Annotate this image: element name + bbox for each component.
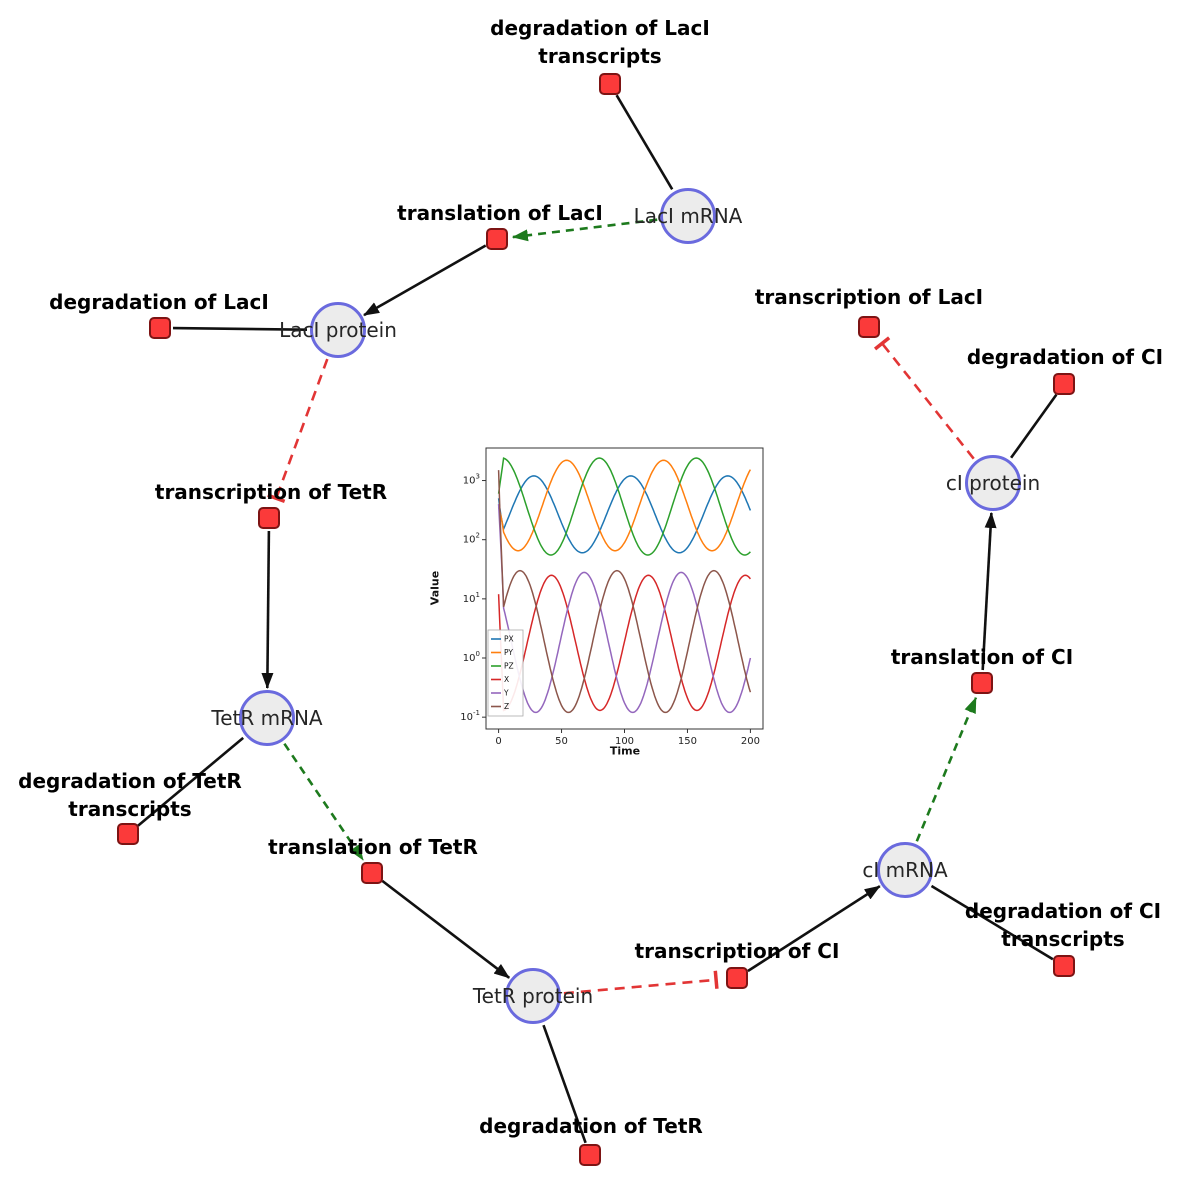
species-node-laci_mrna	[660, 188, 716, 244]
legend-label: PX	[504, 635, 514, 644]
species-node-tetr_protein	[505, 968, 561, 1024]
reaction-node-transl_ci	[971, 672, 993, 694]
edge-production-tx_ci-ci_mrna	[747, 885, 881, 973]
plot-frame	[485, 447, 764, 730]
reaction-node-deg_laci_tx	[599, 73, 621, 95]
y-axis-label: Value	[428, 570, 442, 606]
reaction-label-transl_ci: translation of CI	[890, 645, 1074, 669]
time-series-plot: 10-1 100 101 102 103 0 50 100 150 200 PX PY PZ XYZ	[460, 447, 764, 747]
species-node-laci_protein	[310, 302, 366, 358]
reaction-node-tx_laci	[858, 316, 880, 338]
edge-production-tx_tetr-tetr_mrna	[261, 530, 274, 689]
species-label-laci_mrna: LacI mRNA	[633, 204, 743, 228]
reaction-node-deg_ci	[1053, 373, 1075, 395]
reaction-node-transl_tetr	[361, 862, 383, 884]
reaction-node-deg_tetr	[579, 1144, 601, 1166]
legend-label: Z	[504, 702, 509, 711]
species-node-tetr_mrna	[239, 690, 295, 746]
species-label-ci_protein: cI protein	[945, 471, 1041, 495]
reaction-label-deg_laci: degradation of LacI	[49, 290, 269, 314]
reaction-label-tx_ci: transcription of CI	[634, 939, 840, 963]
species-label-laci_protein: LacI protein	[279, 318, 397, 342]
reaction-node-deg_ci_tx	[1053, 955, 1075, 977]
legend-label: Y	[503, 689, 509, 698]
y-tick-label: 10-1	[460, 709, 480, 723]
y-tick-label: 103	[463, 473, 480, 487]
x-tick-label: 100	[615, 736, 634, 747]
reaction-label-transl_laci: translation of LacI	[397, 201, 603, 225]
reaction-node-deg_tetr_tx	[117, 823, 139, 845]
species-node-ci_protein	[965, 455, 1021, 511]
series-Z	[497, 470, 752, 714]
reaction-node-deg_laci	[149, 317, 171, 339]
edge-inhibition-tetr_protein-tx_ci	[563, 970, 719, 995]
species-label-ci_mrna: cI mRNA	[862, 858, 948, 882]
y-tick-label: 101	[463, 591, 480, 605]
series-PZ	[497, 457, 751, 556]
x-tick-label: 150	[678, 736, 697, 747]
legend-label: PY	[504, 648, 513, 657]
x-tick-label: 0	[495, 736, 501, 747]
legend-label: PZ	[504, 662, 514, 671]
x-tick-label: 200	[741, 736, 760, 747]
edge-consumption-tetr_mrna-deg_tetr_tx	[137, 736, 245, 827]
edge-consumption-laci_protein-deg_laci	[172, 326, 308, 331]
series-X	[497, 574, 751, 712]
edge-production-transl_ci-ci_protein	[981, 512, 997, 671]
edge-consumption-ci_protein-deg_ci	[1010, 393, 1058, 459]
series-PX	[497, 475, 752, 554]
reaction-label-transl_tetr: translation of TetR	[268, 835, 478, 859]
edge-production-transl_tetr-tetr_protein	[381, 879, 510, 979]
legend	[487, 629, 524, 717]
edge-activation-tetr_mrna-transl_tetr	[283, 742, 365, 861]
x-tick-label: 50	[555, 736, 568, 747]
edge-inhibition-laci_protein-tx_tetr	[267, 358, 329, 504]
species-label-tetr_protein: TetR protein	[472, 984, 594, 1008]
series-Y	[497, 504, 752, 714]
reaction-label-deg_tetr: degradation of TetR	[479, 1114, 703, 1138]
edge-activation-ci_mrna-transl_ci	[915, 696, 978, 842]
edge-consumption-ci_mrna-deg_ci_tx	[930, 884, 1054, 961]
y-tick-label: 100	[463, 650, 480, 664]
edge-inhibition-ci_protein-tx_laci	[873, 336, 975, 460]
species-node-ci_mrna	[877, 842, 933, 898]
reaction-label-deg_ci: degradation of CI	[966, 345, 1164, 369]
edge-consumption-tetr_protein-deg_tetr	[542, 1024, 587, 1144]
reaction-label-tx_tetr: transcription of TetR	[154, 480, 388, 504]
x-axis-label: Time	[609, 744, 641, 758]
reaction-node-transl_laci	[486, 228, 508, 250]
reaction-node-tx_tetr	[258, 507, 280, 529]
legend-label: X	[504, 675, 509, 684]
reaction-label-tx_laci: transcription of LacI	[754, 285, 984, 309]
edge-production-transl_laci-laci_protein	[363, 244, 487, 317]
series-PY	[497, 459, 752, 552]
y-tick-label: 102	[463, 532, 480, 546]
species-label-tetr_mrna: TetR mRNA	[211, 706, 323, 730]
reaction-node-tx_ci	[726, 967, 748, 989]
edge-activation-laci_mrna-transl_laci	[511, 218, 658, 242]
edge-consumption-laci_mrna-deg_laci_tx	[615, 94, 674, 190]
